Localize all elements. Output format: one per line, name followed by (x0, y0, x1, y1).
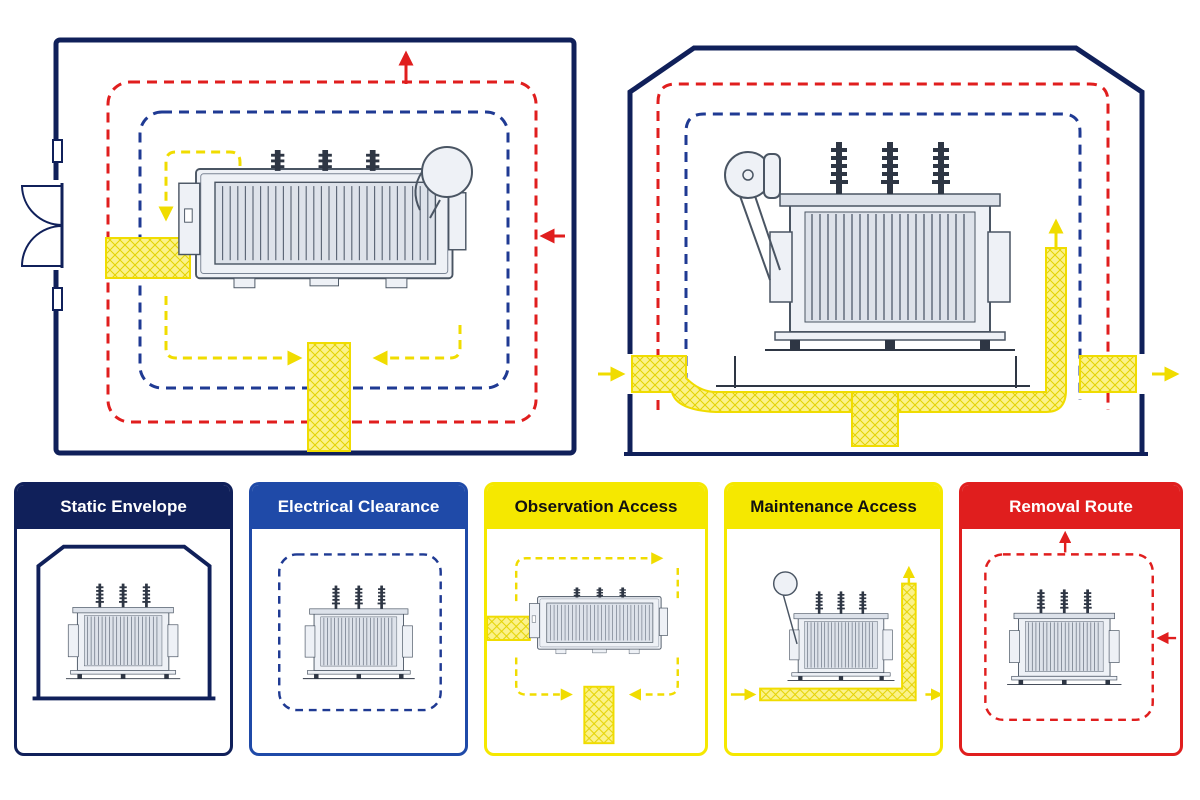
card-title: Removal Route (1009, 497, 1133, 516)
card-illustration (487, 529, 705, 753)
section-view-diagram (598, 45, 1180, 456)
card-illustration (17, 529, 230, 753)
card-static-envelope[interactable]: Static Envelope (14, 482, 233, 756)
double-door-icon (20, 139, 64, 311)
conservator-tank-icon (414, 146, 473, 219)
card-header-electrical-clearance: Electrical Clearance (252, 485, 465, 529)
transformer-icon (1006, 588, 1122, 686)
card-illustration (252, 529, 465, 753)
observation-path-upper (158, 150, 242, 222)
section-enclosure-wall (627, 45, 1145, 452)
conservator-tank-icon (724, 151, 781, 281)
observation-path-lower (164, 296, 303, 366)
card-title: Electrical Clearance (277, 497, 440, 516)
plan-view-diagram (20, 37, 577, 456)
card-illustration (727, 529, 940, 753)
maintenance-corridor-floor (631, 247, 1067, 413)
card-header-removal-route: Removal Route (962, 485, 1180, 529)
transformer-icon (528, 587, 668, 655)
transformer-icon (302, 585, 416, 680)
card-header-observation-access: Observation Access (487, 485, 705, 529)
card-removal-route[interactable]: Removal Route (959, 482, 1183, 756)
transformer-icon (65, 583, 181, 680)
maintenance-corridor-left (105, 237, 191, 279)
card-observation-access[interactable]: Observation Access (484, 482, 708, 756)
card-maintenance-access[interactable]: Maintenance Access (724, 482, 943, 756)
observation-path-right (372, 325, 462, 366)
electrical-clearance-boundary (684, 112, 1082, 400)
card-illustration (962, 529, 1180, 753)
card-title: Static Envelope (60, 497, 187, 516)
conservator-tank-icon (772, 571, 798, 597)
maintenance-corridor-right (1079, 355, 1137, 393)
card-title: Maintenance Access (750, 497, 917, 516)
card-electrical-clearance[interactable]: Electrical Clearance (249, 482, 468, 756)
removal-route-boundary (656, 82, 1110, 410)
transformer-base-frame (716, 356, 1030, 388)
maintenance-corridor-center (851, 391, 899, 447)
transformer-icon (787, 590, 895, 681)
maintenance-corridor-bottom (307, 342, 351, 452)
card-header-maintenance-access: Maintenance Access (727, 485, 940, 529)
transformer-icon (764, 141, 1016, 351)
card-header-static-envelope: Static Envelope (17, 485, 230, 529)
card-title: Observation Access (514, 497, 678, 516)
